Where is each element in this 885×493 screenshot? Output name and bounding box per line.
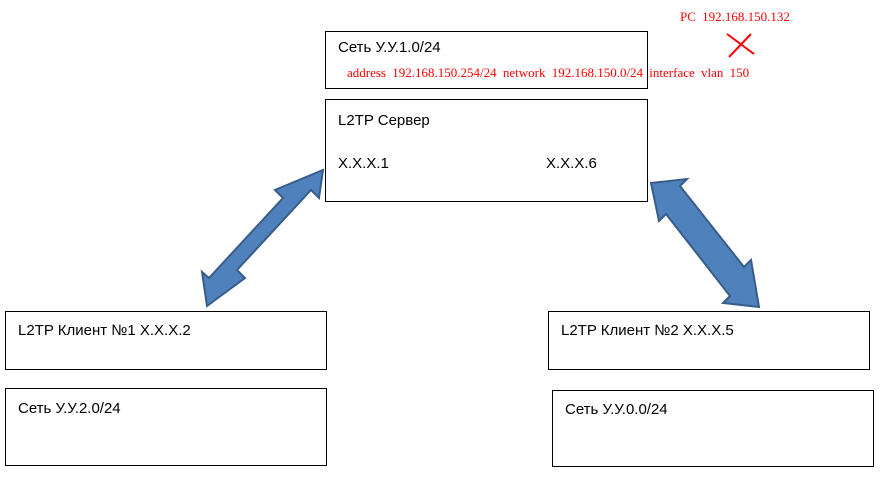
client1-network-box: Сеть У.У.2.0/24 — [5, 388, 327, 466]
server-network-label: Сеть У.У.1.0/24 — [338, 39, 441, 56]
cross-mark-icon — [726, 33, 755, 58]
server-network-box: Сеть У.У.1.0/24 — [325, 31, 648, 89]
pc-address-label: PC 192.168.150.132 — [680, 9, 790, 24]
double-arrow-right-icon — [649, 177, 761, 309]
client1-network-label: Сеть У.У.2.0/24 — [18, 400, 121, 417]
client1-label: L2TP Клиент №1 X.X.X.2 — [18, 322, 191, 339]
server-box: L2TP Сервер X.X.X.1 X.X.X.6 — [325, 99, 648, 202]
client2-label: L2TP Клиент №2 X.X.X.5 — [561, 322, 734, 339]
double-arrow-left-icon — [200, 168, 325, 308]
client1-box: L2TP Клиент №1 X.X.X.2 — [5, 311, 327, 370]
server-address-left: X.X.X.1 — [338, 155, 389, 172]
server-address-right: X.X.X.6 — [546, 155, 597, 172]
client2-network-label: Сеть У.У.0.0/24 — [565, 401, 668, 418]
client2-box: L2TP Клиент №2 X.X.X.5 — [548, 311, 870, 370]
server-title: L2TP Сервер — [338, 112, 430, 129]
config-line-label: address 192.168.150.254/24 network 192.1… — [347, 65, 750, 80]
client2-network-box: Сеть У.У.0.0/24 — [552, 390, 874, 467]
